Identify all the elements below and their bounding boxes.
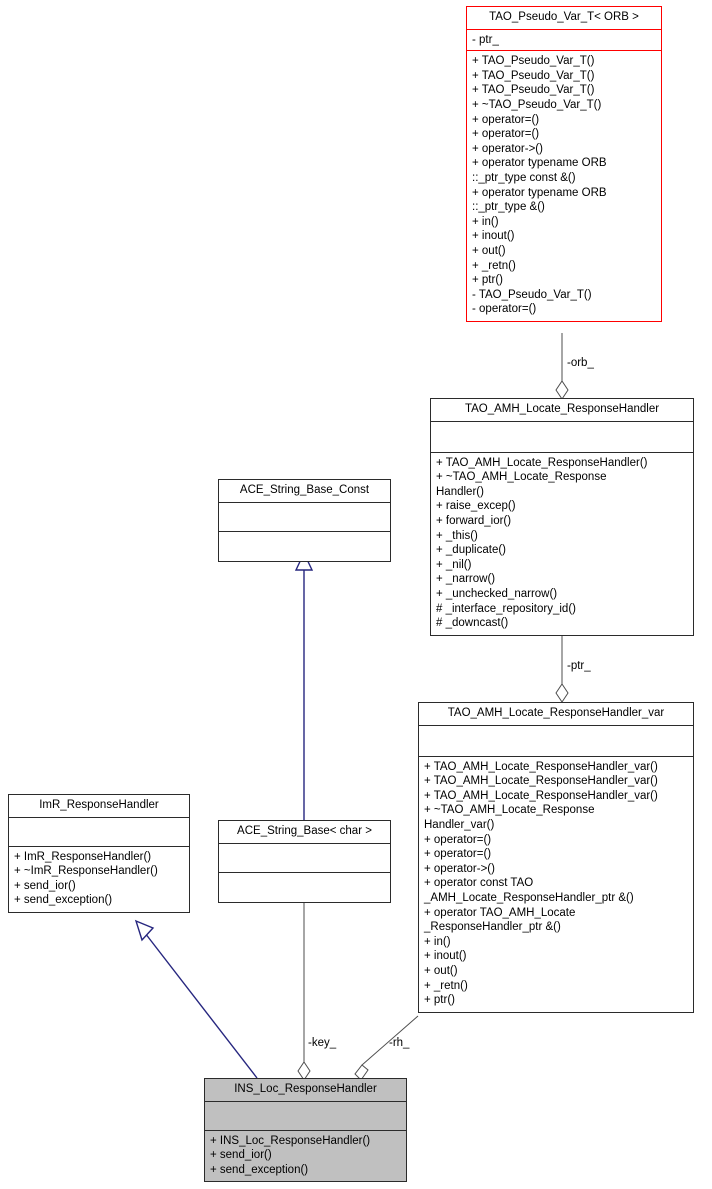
- class-operation: + _retn(): [472, 259, 516, 272]
- class-operation: + TAO_AMH_Locate_ResponseHandler(): [436, 456, 648, 469]
- class-attributes: [419, 726, 693, 757]
- class-operation: + operator typename ORB ::_ptr_type &(): [472, 186, 607, 214]
- class-operation: + ~TAO_AMH_Locate_Response Handler(): [436, 471, 607, 498]
- class-operation: + send_ior(): [210, 1149, 272, 1162]
- class-operation: + operator->(): [424, 862, 495, 875]
- class-operation: + ptr(): [424, 994, 455, 1007]
- class-operation: + _retn(): [424, 979, 468, 992]
- class-box-tao-amh-locate-responsehandler-var[interactable]: TAO_AMH_Locate_ResponseHandler_var + TAO…: [418, 702, 694, 1013]
- class-operation: + inout(): [424, 950, 467, 963]
- edge-label-ptr: -ptr_: [567, 660, 591, 672]
- class-box-imr-responsehandler[interactable]: ImR_ResponseHandler + ImR_ResponseHandle…: [8, 794, 190, 913]
- class-title: TAO_AMH_Locate_ResponseHandler: [431, 399, 693, 422]
- class-operation: + _this(): [436, 529, 478, 542]
- class-operation: + in(): [424, 935, 451, 948]
- class-operation: + _duplicate(): [436, 544, 506, 557]
- class-operation: # _interface_repository_id(): [436, 602, 576, 615]
- class-operation: + forward_ior(): [436, 514, 512, 527]
- class-operation: + _unchecked_narrow(): [436, 587, 558, 600]
- class-attributes: [219, 503, 390, 532]
- class-operation: + ~TAO_Pseudo_Var_T(): [472, 98, 602, 111]
- class-operation: + send_ior(): [14, 879, 76, 892]
- class-operation: + send_exception(): [210, 1163, 309, 1176]
- edge-label-orb: -orb_: [567, 357, 594, 369]
- class-operation: + in(): [472, 215, 499, 228]
- class-box-ace-string-base-const[interactable]: ACE_String_Base_Const: [218, 479, 391, 562]
- class-operation: + operator=(): [472, 128, 540, 141]
- class-operation: + operator TAO_AMH_Locate _ResponseHandl…: [424, 906, 576, 934]
- class-operations: + TAO_AMH_Locate_ResponseHandler() + ~TA…: [431, 453, 693, 635]
- class-operation: + _nil(): [436, 558, 472, 571]
- class-operation: + ~TAO_AMH_Locate_Response Handler_var(): [424, 804, 595, 831]
- class-operation: + TAO_Pseudo_Var_T(): [472, 69, 595, 82]
- class-box-tao-amh-locate-responsehandler[interactable]: TAO_AMH_Locate_ResponseHandler + TAO_AMH…: [430, 398, 694, 636]
- class-title: ACE_String_Base< char >: [219, 821, 390, 844]
- class-operations: [219, 873, 390, 902]
- class-attributes: [431, 422, 693, 453]
- class-title: INS_Loc_ResponseHandler: [205, 1079, 406, 1102]
- class-operation: + operator typename ORB ::_ptr_type cons…: [472, 157, 607, 184]
- class-operation: + TAO_AMH_Locate_ResponseHandler_var(): [424, 775, 658, 788]
- class-operation: + operator=(): [424, 848, 492, 861]
- class-box-ins-loc-responsehandler[interactable]: INS_Loc_ResponseHandler + INS_Loc_Respon…: [204, 1078, 407, 1183]
- class-title: TAO_AMH_Locate_ResponseHandler_var: [419, 703, 693, 726]
- class-title: ACE_String_Base_Const: [219, 480, 390, 503]
- edge-key: [297, 895, 311, 1081]
- class-attributes: [219, 844, 390, 873]
- class-operation: + TAO_Pseudo_Var_T(): [472, 84, 595, 97]
- class-operation: - TAO_Pseudo_Var_T(): [472, 288, 592, 301]
- edge-imr-inheritance: [134, 919, 258, 1079]
- class-attributes: [9, 818, 189, 847]
- edge-string-inheritance: [294, 551, 314, 820]
- class-operation: + inout(): [472, 230, 515, 243]
- class-operation: - operator=(): [472, 303, 537, 316]
- class-operations: + ImR_ResponseHandler() + ~ImR_ResponseH…: [9, 847, 189, 912]
- class-attributes: - ptr_: [467, 30, 661, 52]
- class-operation: + operator const TAO _AMH_Locate_Respons…: [424, 877, 634, 904]
- class-operation: + ~ImR_ResponseHandler(): [14, 865, 158, 878]
- class-attributes: [205, 1102, 406, 1131]
- class-operations: [219, 532, 390, 561]
- class-operation: + send_exception(): [14, 894, 113, 907]
- class-operations: + TAO_AMH_Locate_ResponseHandler_var() +…: [419, 757, 693, 1012]
- class-box-tao-pseudo-var-t[interactable]: TAO_Pseudo_Var_T< ORB > - ptr_ + TAO_Pse…: [466, 6, 662, 322]
- class-operation: + raise_excep(): [436, 500, 516, 513]
- edge-label-key: -key_: [308, 1037, 337, 1049]
- edge-label-rh: -rh_: [389, 1037, 410, 1049]
- class-operation: + operator=(): [472, 113, 540, 126]
- class-operation: + out(): [424, 964, 458, 977]
- class-attribute: - ptr_: [472, 33, 499, 46]
- class-box-ace-string-base-char[interactable]: ACE_String_Base< char >: [218, 820, 391, 903]
- class-operation: # _downcast(): [436, 617, 509, 630]
- class-operation: + INS_Loc_ResponseHandler(): [210, 1134, 371, 1147]
- class-operation: + TAO_AMH_Locate_ResponseHandler_var(): [424, 789, 658, 802]
- class-operation: + ptr(): [472, 274, 503, 287]
- class-operation: + ImR_ResponseHandler(): [14, 850, 152, 863]
- class-title: ImR_ResponseHandler: [9, 795, 189, 818]
- class-operations: + INS_Loc_ResponseHandler() + send_ior()…: [205, 1131, 406, 1182]
- class-operation: + out(): [472, 244, 506, 257]
- class-operation: + TAO_Pseudo_Var_T(): [472, 55, 595, 68]
- class-operations: + TAO_Pseudo_Var_T() + TAO_Pseudo_Var_T(…: [467, 51, 661, 321]
- class-operation: + TAO_AMH_Locate_ResponseHandler_var(): [424, 760, 658, 773]
- class-operation: + _narrow(): [436, 573, 496, 586]
- class-title: TAO_Pseudo_Var_T< ORB >: [467, 7, 661, 30]
- class-operation: + operator=(): [424, 833, 492, 846]
- class-operation: + operator->(): [472, 142, 543, 155]
